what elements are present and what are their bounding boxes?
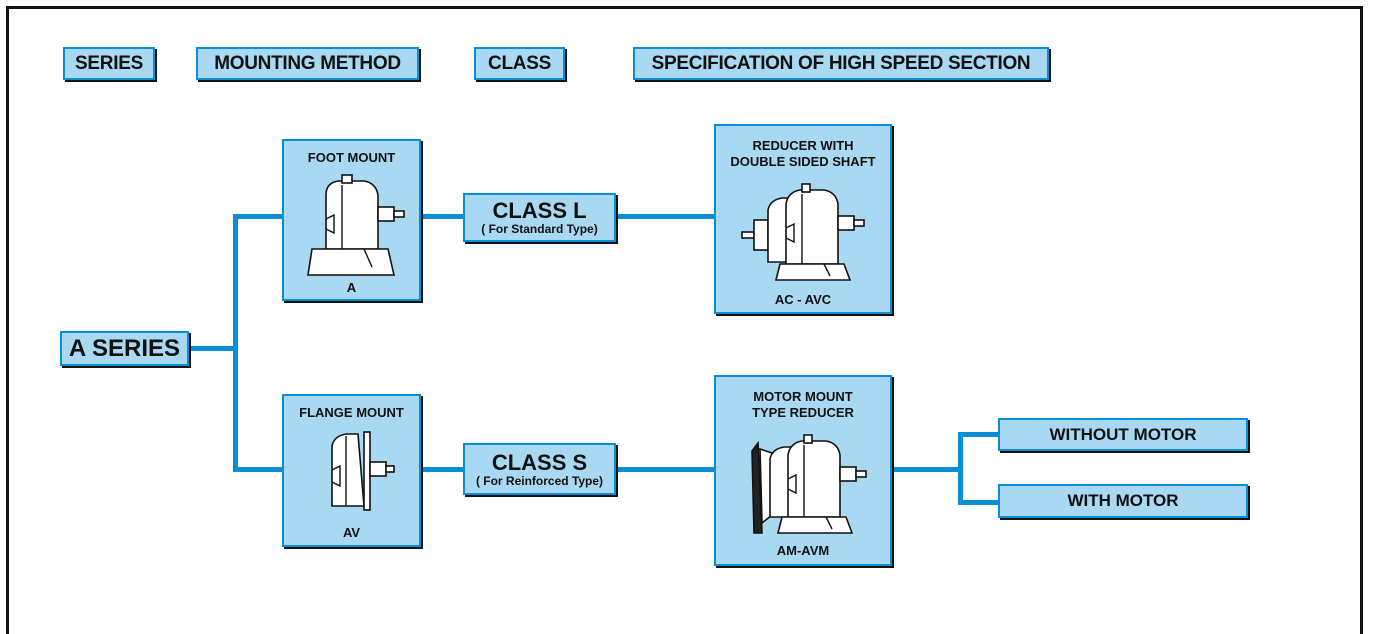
foot-mount-reducer-icon — [307, 174, 405, 276]
header-specification: SPECIFICATION OF HIGH SPEED SECTION — [633, 47, 1049, 80]
double-shaft-title-line1: REDUCER WITH — [752, 138, 854, 153]
connector-vertical — [233, 214, 238, 472]
double-shaft-title-line2: DOUBLE SIDED SHAFT — [730, 154, 876, 169]
double-shaft-box: REDUCER WITH DOUBLE SIDED SHAFT AC - AVC — [714, 124, 892, 314]
connector-to-without-motor — [958, 432, 1000, 437]
option-without-motor: WITHOUT MOTOR — [998, 418, 1248, 451]
flange-mount-title: FLANGE MOUNT — [299, 405, 404, 420]
double-shaft-code: AC - AVC — [774, 292, 832, 307]
connector-class-l-to-spec — [614, 214, 717, 219]
connector-class-s-to-spec — [614, 467, 717, 472]
foot-mount-code: A — [346, 280, 357, 295]
motor-mount-code: AM-AVM — [776, 543, 830, 558]
motor-mount-reducer-icon — [751, 434, 867, 534]
connector-to-with-motor — [958, 500, 1000, 505]
connector-to-foot — [233, 214, 283, 219]
motor-mount-title-line2: TYPE REDUCER — [752, 405, 854, 420]
class-s-subtitle: ( For Reinforced Type) — [475, 473, 604, 488]
class-l-box: CLASS L ( For Standard Type) — [463, 193, 616, 242]
class-s-title: CLASS S — [491, 449, 588, 475]
diagram-frame — [6, 6, 1363, 634]
class-s-box: CLASS S ( For Reinforced Type) — [463, 443, 616, 495]
connector-to-flange — [233, 467, 283, 472]
header-series: SERIES — [63, 47, 155, 80]
header-mounting-method: MOUNTING METHOD — [196, 47, 419, 80]
option-with-motor: WITH MOTOR — [998, 484, 1248, 518]
series-label: A SERIES — [60, 331, 189, 366]
connector-flange-to-class-s — [419, 467, 465, 472]
flange-mount-box: FLANGE MOUNT AV — [282, 394, 421, 547]
motor-mount-box: MOTOR MOUNT TYPE REDUCER AM-AVM — [714, 375, 892, 566]
double-shaft-reducer-icon — [741, 183, 865, 281]
class-l-title: CLASS L — [492, 198, 587, 223]
header-class: CLASS — [474, 47, 565, 80]
class-l-subtitle: ( For Standard Type) — [481, 222, 598, 236]
foot-mount-title: FOOT MOUNT — [307, 150, 396, 165]
foot-mount-box: FOOT MOUNT A — [282, 139, 421, 301]
connector-series-trunk — [186, 346, 236, 351]
connector-options-vertical — [958, 432, 963, 504]
connector-foot-to-class-l — [419, 214, 465, 219]
flange-mount-reducer-icon — [331, 431, 395, 511]
connector-spec-to-options — [890, 467, 961, 472]
motor-mount-title-line1: MOTOR MOUNT — [753, 389, 853, 404]
flange-mount-code: AV — [342, 525, 361, 540]
